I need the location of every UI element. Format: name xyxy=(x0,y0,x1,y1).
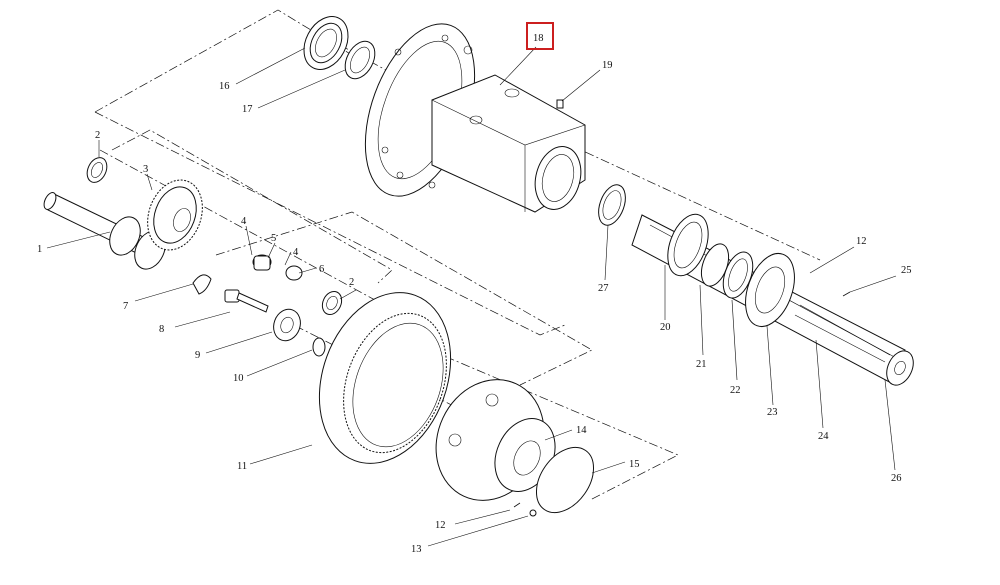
callout-26: 26 xyxy=(891,473,902,484)
part-11-ring-gear xyxy=(318,292,452,464)
part-15-snap-ring xyxy=(535,446,595,514)
part-23-flange xyxy=(745,253,795,327)
part-7-clip xyxy=(192,274,212,295)
callout-12-lower: 12 xyxy=(435,520,446,531)
part-10-ring xyxy=(312,337,326,357)
callout-27: 27 xyxy=(598,283,609,294)
callout-2-lower: 2 xyxy=(349,277,354,288)
callout-19: 19 xyxy=(602,60,613,71)
part-14-planet-carrier xyxy=(435,379,556,501)
callout-12-upper: 12 xyxy=(856,236,867,247)
callout-6: 6 xyxy=(319,264,324,275)
leader-lines xyxy=(46,46,897,547)
part-27-seal xyxy=(598,184,626,226)
callout-labels: 1 2 2 3 4 4 5 6 7 8 9 10 11 12 12 13 14 … xyxy=(37,33,912,555)
part-9-washer xyxy=(273,308,301,342)
part-18-housing xyxy=(364,23,586,213)
part-6-pin xyxy=(285,265,303,281)
highlight-box-18 xyxy=(526,22,554,50)
callout-15: 15 xyxy=(629,459,640,470)
callout-14: 14 xyxy=(576,425,587,436)
callout-2-upper: 2 xyxy=(95,130,100,141)
part-16-bearing xyxy=(303,16,349,70)
callout-16: 16 xyxy=(219,81,230,92)
part-12-13-bolts xyxy=(513,502,537,517)
callout-1: 1 xyxy=(37,244,42,255)
callout-18: 18 xyxy=(533,33,544,44)
callout-3: 3 xyxy=(143,164,148,175)
part-25-bolt xyxy=(842,291,851,297)
callout-7: 7 xyxy=(123,301,128,312)
callout-4-left: 4 xyxy=(241,216,247,227)
part-2-washer-lower xyxy=(321,290,343,316)
callout-9: 9 xyxy=(195,350,200,361)
part-5-pin xyxy=(252,254,272,271)
callout-8: 8 xyxy=(159,324,164,335)
callout-11: 11 xyxy=(237,461,247,472)
callout-21: 21 xyxy=(696,359,707,370)
callout-20: 20 xyxy=(660,322,671,333)
callout-4-right: 4 xyxy=(293,247,299,258)
callout-17: 17 xyxy=(242,104,253,115)
part-17-seal xyxy=(344,40,376,80)
callout-23: 23 xyxy=(767,407,778,418)
part-20-bearing xyxy=(667,213,709,277)
part-8-bolt xyxy=(224,289,269,313)
callout-25: 25 xyxy=(901,265,912,276)
callout-5: 5 xyxy=(271,233,276,244)
callout-13: 13 xyxy=(411,544,422,555)
callout-24: 24 xyxy=(818,431,829,442)
part-1-input-shaft xyxy=(43,192,166,270)
callout-10: 10 xyxy=(233,373,244,384)
part-19-grease-fitting xyxy=(556,99,564,109)
callout-22: 22 xyxy=(730,385,741,396)
part-2-washer-upper xyxy=(86,157,108,183)
part-3-gear xyxy=(147,179,203,251)
